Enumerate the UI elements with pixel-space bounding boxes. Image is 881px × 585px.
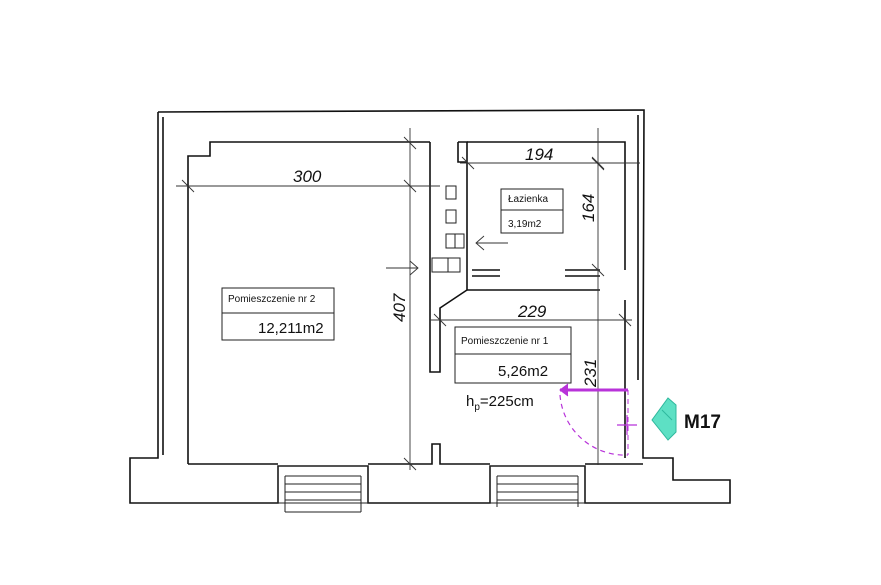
m17-label: M17 [684, 412, 721, 433]
arrow-bathroom-wall [475, 235, 508, 251]
room1-name: Pomieszczenie nr 1 [461, 336, 549, 347]
entrance-steps-left [277, 465, 369, 513]
dimension-231: 231 [581, 359, 600, 388]
bathroom-name: Łazienka [508, 194, 548, 205]
bathroom-label: Łazienka 3,19m2 [500, 188, 564, 234]
dim-407-label: 407 [390, 293, 409, 322]
bathroom-fixtures [431, 185, 465, 273]
height-sub: p [474, 402, 480, 413]
dim-300-label: 300 [293, 167, 322, 186]
room1-label: Pomieszczenie nr 1 5,26m2 [454, 326, 572, 384]
dimension-300: 300 [176, 167, 440, 193]
bathroom-area: 3,19m2 [508, 219, 542, 230]
svg-text:hp=225cm: hp=225cm [466, 393, 534, 413]
dim-194-label: 194 [525, 145, 553, 164]
dim-229-label: 229 [517, 302, 547, 321]
dimension-407: 407 [390, 128, 417, 471]
room2-area: 12,211m2 [258, 320, 324, 337]
height-annotation: hp=225cm [466, 393, 534, 413]
m17-marker: M17 [651, 397, 721, 441]
m17-marker-icon [651, 397, 677, 441]
dimension-229: 229 [430, 302, 632, 327]
height-value: =225cm [480, 393, 534, 410]
room2-label: Pomieszczenie nr 2 12,211m2 [221, 287, 335, 341]
room1-area: 5,26m2 [498, 363, 548, 380]
dim-231-label: 231 [581, 359, 600, 388]
room2-name: Pomieszczenie nr 2 [228, 294, 316, 305]
entrance-steps-right [489, 465, 586, 507]
height-h: h [466, 393, 474, 410]
inner-walls [187, 141, 643, 465]
dim-164-label: 164 [579, 194, 598, 222]
dimension-164: 164 [579, 128, 605, 465]
door-swing [559, 383, 637, 456]
dimension-194: 194 [460, 145, 640, 170]
arrow-left-wall [386, 260, 419, 276]
